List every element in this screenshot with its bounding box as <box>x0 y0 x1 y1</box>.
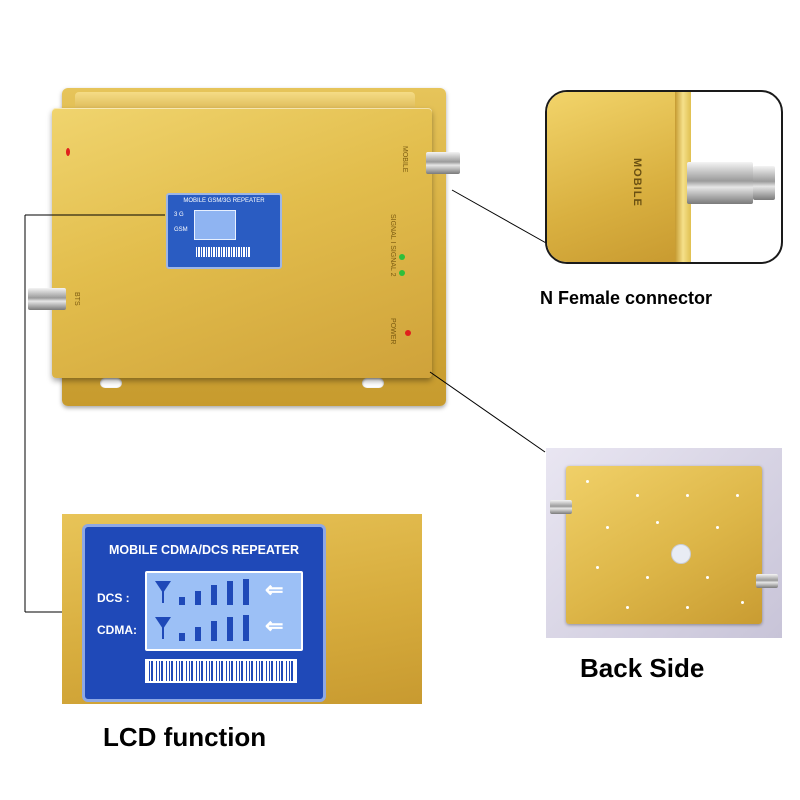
power-led <box>405 330 411 336</box>
lcd-row-dcs-label: DCS : <box>97 591 130 605</box>
screw-hole <box>586 480 589 483</box>
signal-led-1 <box>399 254 405 260</box>
lcd-function-photo: MOBILE CDMA/DCS REPEATER DCS : CDMA: <box>62 514 422 704</box>
signal-bar <box>195 627 201 641</box>
mobile-n-connector <box>426 152 460 174</box>
device-barcode <box>196 247 250 257</box>
zoom-gold-surface <box>547 92 685 262</box>
caption-back-side: Back Side <box>580 653 705 683</box>
zoom-device-edge <box>675 92 691 262</box>
indicator-mark <box>66 148 70 156</box>
device-lcd-label-gsm: GSM <box>174 227 188 233</box>
screw-hole <box>606 526 609 529</box>
signal-bar <box>227 617 233 641</box>
lcd-signal-screen: ⇐ ⇐ <box>145 571 303 651</box>
signal-bar <box>179 633 185 641</box>
lcd-barcode <box>145 659 297 683</box>
mount-slot <box>362 378 384 388</box>
screw-hole <box>716 526 719 529</box>
antenna-icon <box>155 581 171 603</box>
arrow-left-icon: ⇐ <box>265 577 284 602</box>
back-side-photo <box>546 448 782 638</box>
back-plate <box>566 466 762 624</box>
device-lcd-display: MOBILE GSM/3G REPEATER 3 G GSM <box>166 193 282 269</box>
screw-hole <box>596 566 599 569</box>
screw-hole <box>736 494 739 497</box>
back-connector-right <box>756 574 778 588</box>
device-lcd-screen <box>194 210 236 240</box>
signal-bar <box>243 615 249 641</box>
screw-hole <box>741 601 744 604</box>
connector-zoom-box: MOBILE <box>545 90 783 264</box>
signal-bar <box>211 621 217 641</box>
mount-slot <box>100 378 122 388</box>
zoom-n-connector <box>687 162 753 204</box>
signal-bar <box>227 581 233 605</box>
device-lcd-title: MOBILE GSM/3G REPEATER <box>183 198 265 204</box>
back-connector-left <box>550 500 572 514</box>
screw-hole <box>686 494 689 497</box>
device-lcd-label-3g: 3 G <box>174 212 184 218</box>
caption-n-female-connector: N Female connector <box>540 288 713 308</box>
lcd-row-cdma-label: CDMA: <box>97 623 137 637</box>
caption-lcd-function: LCD function <box>103 722 267 752</box>
zoom-mobile-label: MOBILE <box>631 158 643 207</box>
lcd-panel: MOBILE CDMA/DCS REPEATER DCS : CDMA: <box>82 524 326 702</box>
bts-n-connector <box>28 288 66 310</box>
arrow-left-icon: ⇐ <box>265 613 284 638</box>
signal-bar <box>195 591 201 605</box>
screw-hole <box>626 606 629 609</box>
screw-hole <box>636 494 639 497</box>
screw-hole <box>656 521 659 524</box>
signal-bar <box>179 597 185 605</box>
screw-hole <box>706 576 709 579</box>
antenna-icon <box>155 617 171 639</box>
screw-hole <box>686 606 689 609</box>
signal-led-2 <box>399 270 405 276</box>
back-sticker <box>671 544 691 564</box>
zoom-connector-tip <box>753 166 775 200</box>
screw-hole <box>646 576 649 579</box>
lcd-panel-title: MOBILE CDMA/DCS REPEATER <box>108 543 300 557</box>
signal-bar <box>211 585 217 605</box>
signal-bar <box>243 579 249 605</box>
